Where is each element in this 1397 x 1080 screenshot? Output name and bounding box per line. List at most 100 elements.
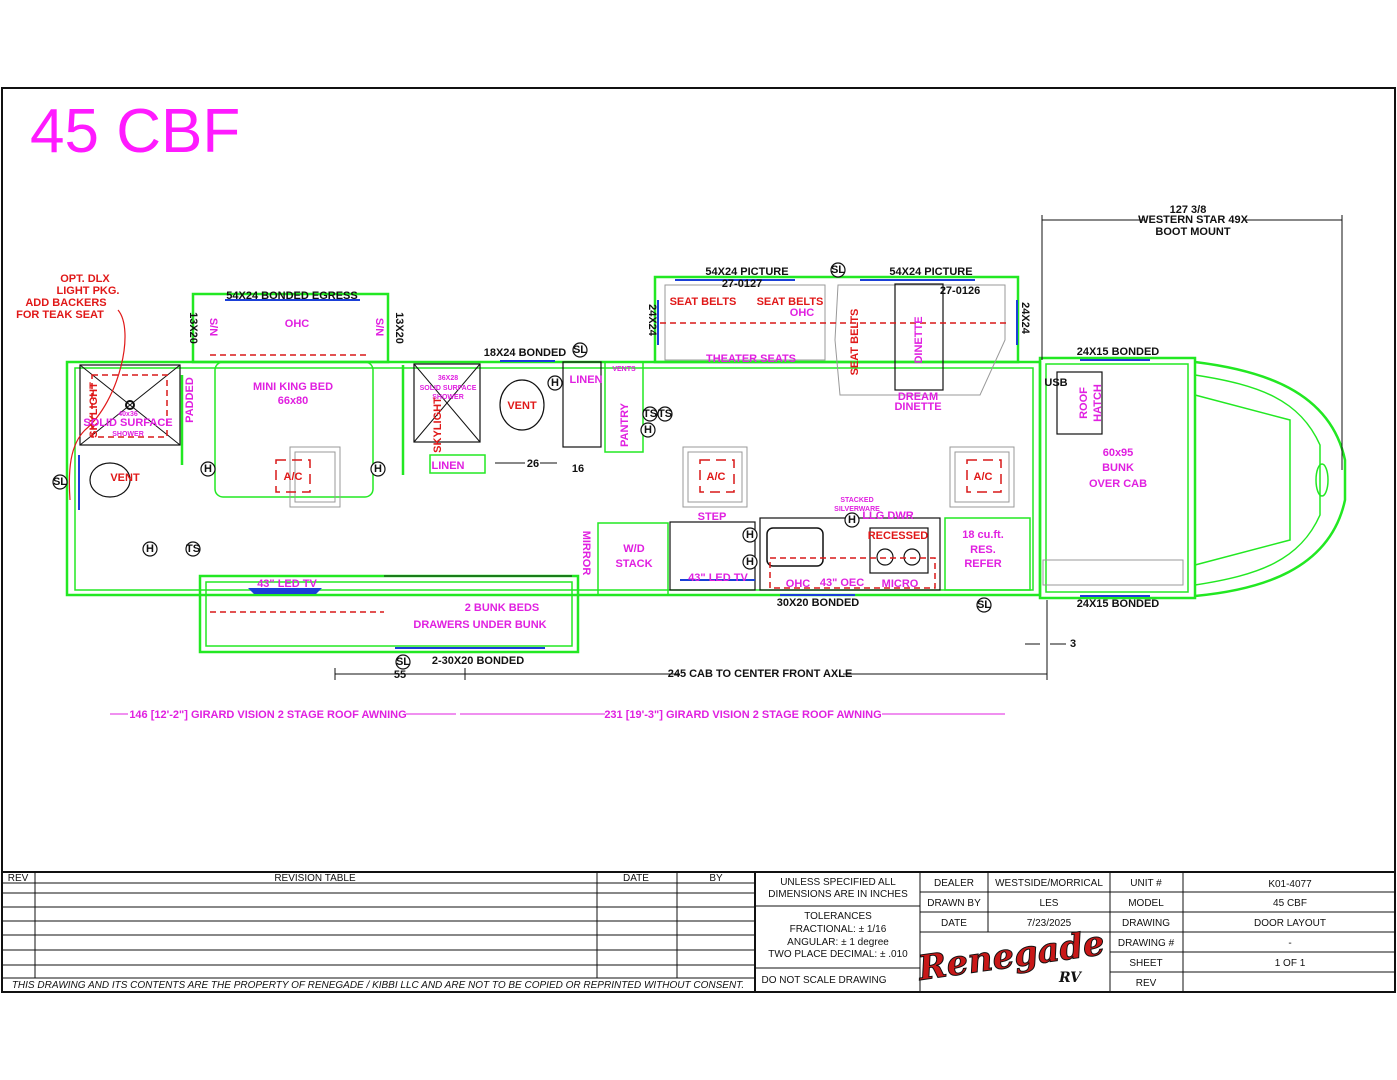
window-label: 30X20 BONDED bbox=[777, 597, 860, 609]
switch-light-label: SL bbox=[396, 656, 410, 668]
drawing-frame bbox=[1, 87, 1396, 993]
refer-3-label: REFER bbox=[964, 558, 1001, 570]
ac-label: A/C bbox=[284, 471, 303, 483]
tol-3-label: ANGULAR: ± 1 degree bbox=[787, 937, 889, 948]
heat-symbol-icon bbox=[200, 461, 216, 477]
copyright-label: THIS DRAWING AND ITS CONTENTS ARE THE PR… bbox=[12, 980, 744, 991]
unit-label-label: UNIT # bbox=[1130, 878, 1162, 889]
rev-label-label: REV bbox=[1136, 978, 1157, 989]
switch-light-label: SL bbox=[53, 476, 67, 488]
bed-line1-label: MINI KING BED bbox=[253, 381, 333, 393]
window-right-label: 24X24 bbox=[1019, 302, 1031, 335]
padded-label: PADDED bbox=[184, 377, 196, 423]
wd-1-label: W/D bbox=[623, 543, 644, 555]
mirror-label: MIRROR bbox=[580, 531, 592, 576]
seat-belts-1-label: SEAT BELTS bbox=[670, 296, 737, 308]
tol-4-label: TWO PLACE DECIMAL: ± .010 bbox=[768, 949, 908, 960]
ac-mid-label: A/C bbox=[707, 471, 726, 483]
fixtures bbox=[79, 283, 1184, 613]
walls bbox=[65, 275, 1347, 654]
tv-label: 43" LED TV bbox=[688, 572, 748, 584]
thermostat-symbol-icon bbox=[185, 541, 201, 557]
switch-light-label: SL bbox=[977, 599, 991, 611]
window-bottom-label: 24X15 BONDED bbox=[1077, 598, 1160, 610]
renegade-logo: Renegade RV bbox=[914, 923, 1107, 990]
micro-label: MICRO bbox=[882, 578, 919, 590]
title-block bbox=[2, 871, 1395, 992]
window-top-label: 24X15 BONDED bbox=[1077, 346, 1160, 358]
bed-line2-label: 66x80 bbox=[278, 395, 309, 407]
shower-material-label: SOLID SURFACE bbox=[83, 417, 172, 429]
dim-door-label: 26 bbox=[527, 458, 539, 470]
dim-3-label: 3 bbox=[1070, 638, 1076, 650]
dim-16-label: 16 bbox=[572, 463, 584, 475]
ac-front-label: A/C bbox=[974, 471, 993, 483]
model-label-label: MODEL bbox=[1128, 898, 1164, 909]
dream-2-label: DINETTE bbox=[894, 401, 941, 413]
heat-label: H bbox=[644, 424, 652, 436]
heat-label: H bbox=[848, 514, 856, 526]
pantry-label: PANTRY bbox=[619, 402, 631, 447]
boot-2-label: WESTERN STAR 49X bbox=[1138, 214, 1248, 226]
tol-1-label: TOLERANCES bbox=[804, 911, 872, 922]
bunk-1-label: 60x95 bbox=[1103, 447, 1134, 459]
switch-light-label: SL bbox=[831, 264, 845, 276]
dim-55-label: 55 bbox=[394, 669, 406, 681]
drawing-label-label: DRAWING bbox=[1122, 918, 1170, 929]
heat-label: H bbox=[374, 463, 382, 475]
step-label: STEP bbox=[698, 511, 727, 523]
heat-symbol-icon bbox=[742, 554, 758, 570]
shower-label: SHOWER bbox=[432, 394, 464, 401]
skylight-label: SKYLIGHT bbox=[88, 382, 100, 438]
by-header-label: BY bbox=[709, 873, 723, 884]
heat-label: H bbox=[746, 529, 754, 541]
shower-label: SHOWER bbox=[112, 431, 144, 438]
heat-label: H bbox=[551, 377, 559, 389]
switch-light-symbol-icon bbox=[830, 262, 846, 278]
switch-light-symbol-icon bbox=[395, 654, 411, 670]
wd-2-label: STACK bbox=[615, 558, 652, 570]
dream-1-label: DREAM bbox=[898, 391, 938, 403]
dimension-lines bbox=[334, 215, 1343, 680]
shower-material-label: SOLID SURFACE bbox=[420, 385, 477, 392]
skylight-label: SKYLIGHT bbox=[432, 397, 444, 453]
window-right-label: 13X20 bbox=[393, 312, 405, 344]
thermostat-symbol-icon bbox=[642, 406, 658, 422]
drawn-by-label: LES bbox=[1040, 898, 1059, 909]
no-scale-label: DO NOT SCALE DRAWING bbox=[761, 975, 886, 986]
llg-dwr-label: LLG DWR bbox=[862, 510, 913, 522]
date-label: 7/23/2025 bbox=[1027, 918, 1072, 929]
sheet-label: 1 OF 1 bbox=[1275, 958, 1306, 969]
window-left-label: 24X24 bbox=[646, 304, 658, 337]
switch-light-symbol-icon bbox=[572, 342, 588, 358]
oec-label: 43" OEC bbox=[820, 577, 864, 589]
heat-label: H bbox=[204, 463, 212, 475]
theater-seats-label: THEATER SEATS bbox=[706, 353, 796, 365]
window-label: 18X24 BONDED bbox=[484, 347, 567, 359]
thermostat-symbol-icon bbox=[657, 406, 673, 422]
beds-label: 2 BUNK BEDS bbox=[465, 602, 540, 614]
thermostat-label: TS bbox=[643, 408, 657, 420]
hatch-label: HATCH bbox=[1092, 384, 1104, 422]
drawing-no-label-label: DRAWING # bbox=[1118, 938, 1175, 949]
heat-label: H bbox=[146, 543, 154, 555]
stacked-label: STACKED bbox=[840, 497, 873, 504]
picture-right-label: 54X24 PICTURE bbox=[889, 266, 972, 278]
part-left-label: 27-0127 bbox=[722, 278, 762, 290]
ohc-label: OHC bbox=[790, 307, 815, 319]
unit-label: K01-4077 bbox=[1268, 879, 1312, 890]
vent-label: VENT bbox=[507, 400, 537, 412]
cab-axle-label: 245 CAB TO CENTER FRONT AXLE bbox=[668, 668, 853, 680]
window-label: 2-30X20 BONDED bbox=[432, 655, 524, 667]
tv-label: 43" LED TV bbox=[257, 578, 317, 590]
sheet-label-label: SHEET bbox=[1129, 958, 1162, 969]
sn-left-label: S/N bbox=[207, 318, 219, 336]
heat-symbol-icon bbox=[547, 375, 563, 391]
heat-symbol-icon bbox=[640, 422, 656, 438]
backers-line1-label: ADD BACKERS bbox=[25, 297, 106, 309]
ohc-label: OHC bbox=[285, 318, 310, 330]
windows bbox=[78, 279, 1150, 649]
heat-symbol-icon bbox=[142, 541, 158, 557]
